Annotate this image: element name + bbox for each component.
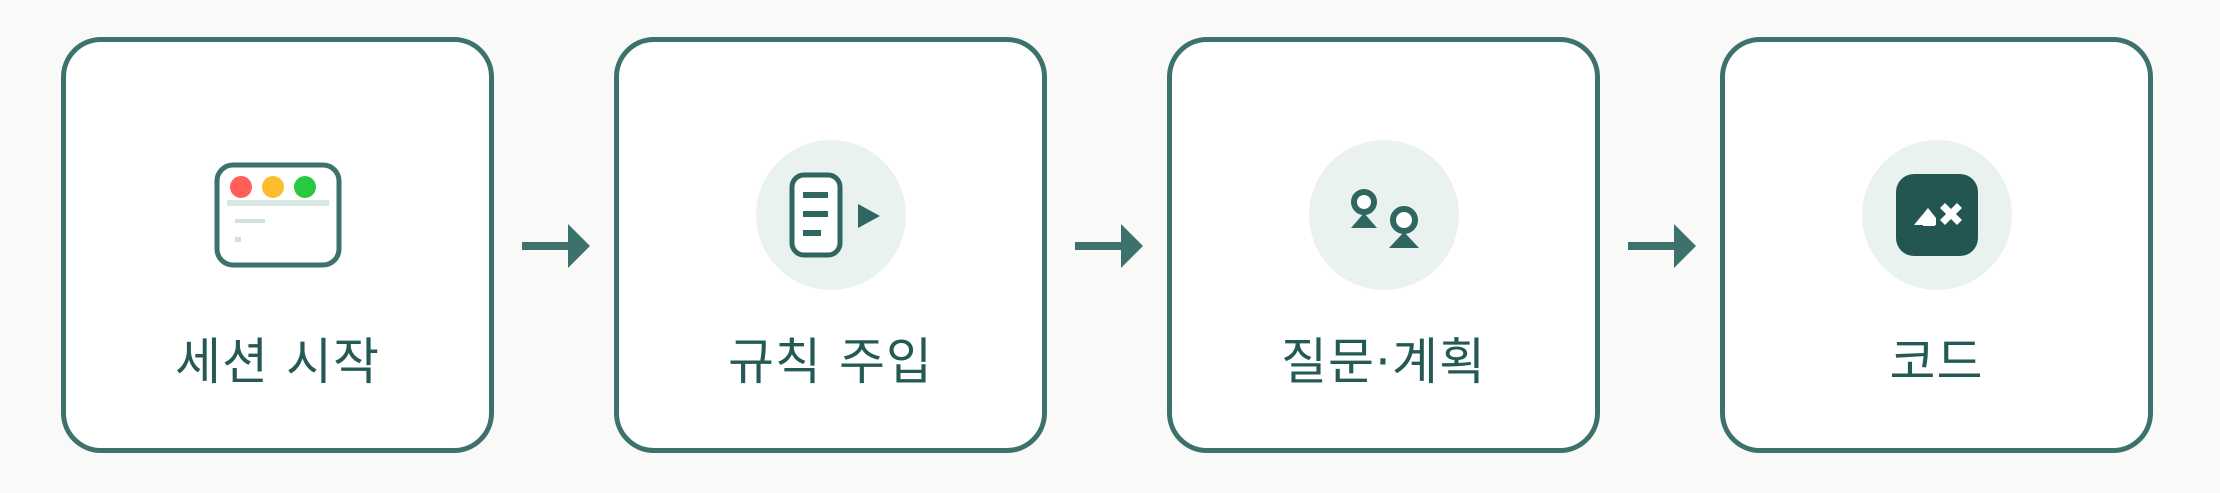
arrow-right-icon: [1075, 224, 1143, 268]
arrow-right-icon: [522, 224, 590, 268]
people-discussion-icon: [1308, 140, 1459, 290]
step-card-rule-injection: 규칙 주입: [614, 37, 1047, 453]
browser-window-icon: [203, 140, 353, 290]
step-label: 코드: [1889, 333, 1984, 391]
document-inject-icon: [755, 140, 906, 290]
step-label: 규칙 주입: [728, 333, 933, 391]
step-label: 세션 시작: [175, 333, 380, 391]
code-editor-icon: [1861, 140, 2012, 290]
step-card-session-start: 세션 시작: [61, 37, 494, 453]
step-card-code: 코드: [1720, 37, 2153, 453]
step-card-question-plan: 질문·계획: [1167, 37, 1600, 453]
step-label: 질문·계획: [1281, 333, 1486, 391]
arrow-right-icon: [1628, 224, 1696, 268]
